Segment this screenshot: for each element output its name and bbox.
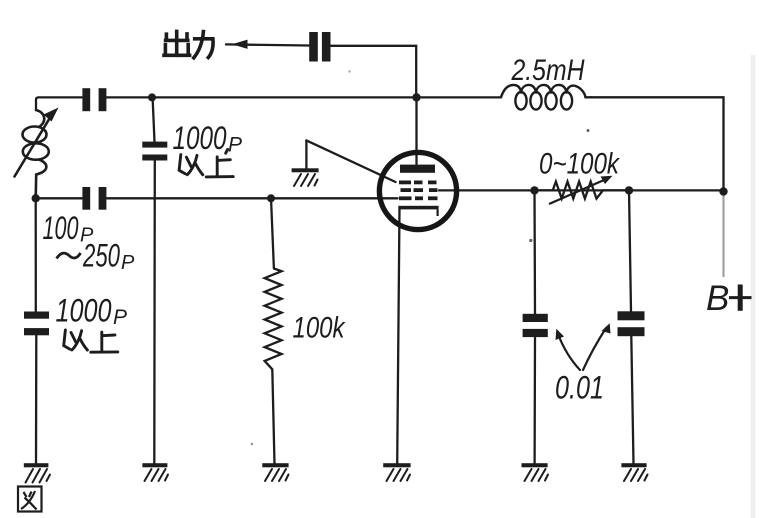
svg-text:P: P — [113, 306, 127, 329]
svg-text:250: 250 — [82, 237, 120, 273]
svg-text:B: B — [706, 279, 729, 318]
svg-text:1000: 1000 — [56, 292, 112, 328]
svg-text:1000: 1000 — [173, 120, 227, 156]
svg-text:2.5mH: 2.5mH — [511, 54, 585, 87]
svg-text:100k: 100k — [293, 312, 347, 345]
svg-text:0.01: 0.01 — [555, 370, 604, 406]
svg-text:0~100k: 0~100k — [539, 147, 621, 180]
svg-text:100: 100 — [43, 210, 79, 246]
svg-text:P: P — [228, 134, 242, 157]
svg-text:P: P — [80, 225, 94, 247]
svg-text:P: P — [121, 252, 135, 274]
